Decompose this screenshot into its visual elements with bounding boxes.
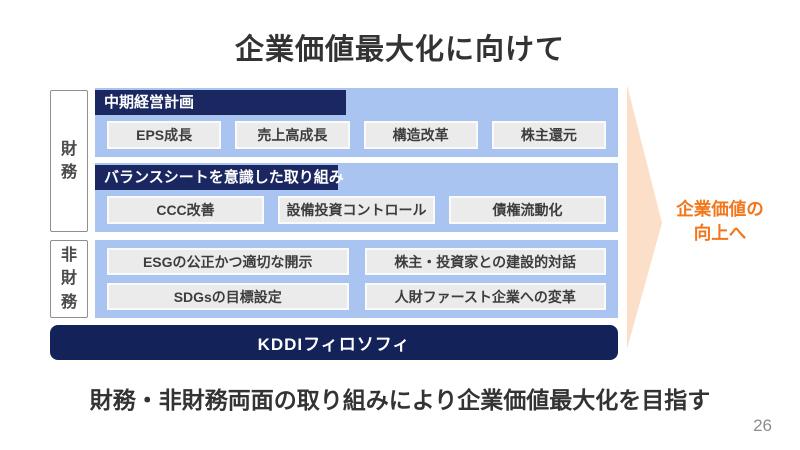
item-shareholder-returns: 株主還元 bbox=[491, 121, 606, 149]
item-ccc-improvement: CCC改善 bbox=[107, 196, 264, 224]
section-midterm-plan: 中期経営計画 EPS成長 売上高成長 構造改革 株主還元 bbox=[95, 88, 618, 157]
section-midterm-plan-header: 中期経営計画 bbox=[95, 90, 346, 115]
foundation-bar: KDDIフィロソフィ bbox=[50, 325, 618, 360]
section-balance-sheet: バランスシートを意識した取り組み CCC改善 設備投資コントロール 債権流動化 bbox=[95, 163, 618, 232]
section-balance-sheet-header: バランスシートを意識した取り組み bbox=[95, 165, 344, 190]
row-label-non-financial-text: 非財務 bbox=[60, 247, 77, 311]
row-label-non-financial: 非財務 bbox=[50, 240, 88, 318]
section-midterm-plan-items: EPS成長 売上高成長 構造改革 株主還元 bbox=[95, 121, 618, 149]
item-sdgs-goals: SDGsの目標設定 bbox=[107, 283, 349, 310]
item-sales-growth: 売上高成長 bbox=[235, 121, 350, 149]
item-structural-reform: 構造改革 bbox=[363, 121, 478, 149]
row-label-financial-text: 財務 bbox=[60, 140, 77, 181]
item-eps-growth: EPS成長 bbox=[107, 121, 222, 149]
slide-title: 企業価値最大化に向けて bbox=[234, 34, 565, 66]
right-arrow-icon bbox=[627, 85, 662, 349]
section-non-financial: ESGの公正かつ適切な開示 株主・投資家との建設的対話 SDGsの目標設定 人財… bbox=[95, 240, 618, 318]
arrow-label-line2: 向上へ bbox=[693, 222, 747, 243]
arrow-label: 企業価値の 向上へ bbox=[645, 198, 795, 245]
page-number: 26 bbox=[753, 416, 772, 435]
arrow-label-line1: 企業価値の bbox=[676, 199, 764, 219]
item-investor-dialogue: 株主・投資家との建設的対話 bbox=[364, 248, 606, 275]
section-balance-sheet-items: CCC改善 設備投資コントロール 債権流動化 bbox=[95, 196, 618, 224]
item-esg-disclosure: ESGの公正かつ適切な開示 bbox=[107, 248, 349, 275]
row-label-financial: 財務 bbox=[50, 90, 88, 232]
item-capex-control: 設備投資コントロール bbox=[278, 196, 435, 224]
item-people-first-transformation: 人財ファースト企業への変革 bbox=[364, 283, 606, 310]
footer-message: 財務・非財務両面の取り組みにより企業価値最大化を目指す bbox=[89, 387, 711, 413]
item-receivables-liquidation: 債権流動化 bbox=[449, 196, 606, 224]
